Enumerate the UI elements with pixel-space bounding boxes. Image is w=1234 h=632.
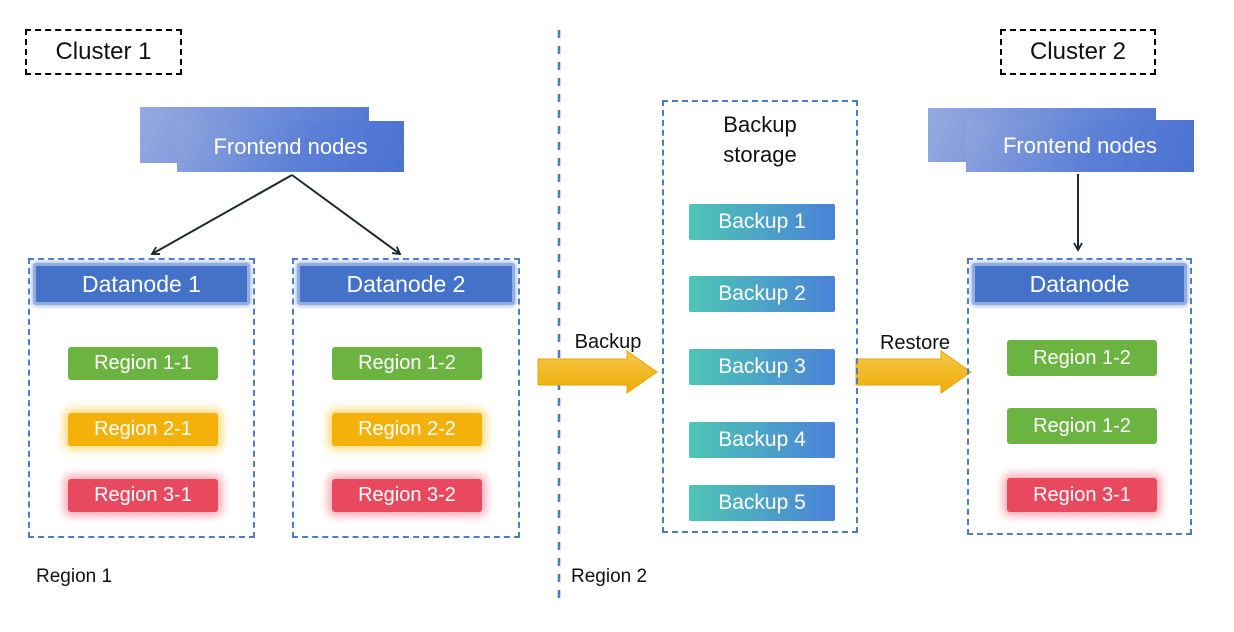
region-chip: Region 1-2 — [1007, 408, 1157, 444]
backup-chip: Backup 2 — [689, 276, 835, 312]
region-chip-label: Region 3-1 — [94, 484, 192, 506]
backup-storage-title: Backup storage — [723, 112, 797, 167]
region-chip: Region 3-2 — [332, 479, 482, 512]
region-chip: Region 1-1 — [68, 347, 218, 380]
backup-chip: Backup 5 — [689, 485, 835, 521]
cluster2-label: Cluster 2 — [1000, 29, 1156, 75]
frontend-to-datanode1-arrow — [150, 174, 293, 255]
backup-flow-arrow — [537, 350, 658, 394]
restore-flow-arrow — [855, 350, 972, 394]
region-chip: Region 1-2 — [1007, 340, 1157, 376]
backup-chip-label: Backup 5 — [718, 491, 806, 514]
region-chip-label: Region 1-1 — [94, 352, 192, 374]
frontend-nodes-label-cluster1: Frontend nodes — [213, 133, 368, 159]
datanode2-title: Datanode 2 — [346, 270, 466, 297]
backup-chip-label: Backup 4 — [718, 428, 806, 451]
backup-chip-label: Backup 1 — [718, 210, 806, 233]
cluster2-datanode-box: Datanode Region 1-2 Region 1-2 Region 3-… — [967, 258, 1192, 535]
frontend-to-datanode2-arrow — [291, 174, 402, 256]
datanode1-header: Datanode 1 — [33, 263, 250, 305]
datanode2-box: Datanode 2 Region 1-2 Region 2-2 Region … — [292, 258, 520, 538]
region-chip: Region 3-1 — [68, 479, 218, 512]
cluster2-datanode-title: Datanode — [1029, 270, 1130, 297]
cluster2-datanode-header: Datanode — [972, 263, 1187, 305]
backup-arrow-label: Backup — [574, 331, 642, 353]
region2-zone-label: Region 2 — [571, 566, 648, 587]
region-chip: Region 2-2 — [332, 413, 482, 446]
region-chip-label: Region 2-2 — [358, 418, 456, 440]
region-chip: Region 2-1 — [68, 413, 218, 446]
region1-zone-label: Region 1 — [36, 566, 113, 587]
region-chip-label: Region 2-1 — [94, 418, 192, 440]
frontend-nodes-label-cluster2: Frontend nodes — [1002, 133, 1158, 158]
frontend-nodes-cluster2: Frontend nodes — [966, 120, 1194, 172]
backup-chip: Backup 3 — [689, 349, 835, 385]
restore-arrow-label: Restore — [879, 332, 951, 354]
cluster1-label: Cluster 1 — [25, 29, 182, 75]
region-chip: Region 3-1 — [1007, 478, 1157, 512]
region-chip-label: Region 3-1 — [1033, 483, 1131, 506]
datanode1-box: Datanode 1 Region 1-1 Region 2-1 Region … — [28, 258, 255, 538]
cluster1-label-text: Cluster 1 — [55, 38, 152, 65]
datanode1-title: Datanode 1 — [82, 270, 201, 297]
cluster2-label-text: Cluster 2 — [1029, 38, 1127, 65]
backup-chip-label: Backup 3 — [718, 355, 806, 378]
frontend-nodes-cluster1: Frontend nodes — [177, 121, 404, 172]
backup-chip-label: Backup 2 — [718, 282, 806, 305]
backup-chip: Backup 4 — [689, 422, 835, 458]
backup-storage-box: Backup storage Backup 1 Backup 2 Backup … — [662, 100, 858, 533]
region-chip-label: Region 3-2 — [358, 484, 456, 506]
region-chip-label: Region 1-2 — [358, 352, 456, 374]
datanode2-header: Datanode 2 — [297, 263, 515, 305]
region-chip-label: Region 1-2 — [1033, 346, 1131, 369]
region-chip: Region 1-2 — [332, 347, 482, 380]
backup-chip: Backup 1 — [689, 204, 835, 240]
region-chip-label: Region 1-2 — [1033, 414, 1131, 437]
